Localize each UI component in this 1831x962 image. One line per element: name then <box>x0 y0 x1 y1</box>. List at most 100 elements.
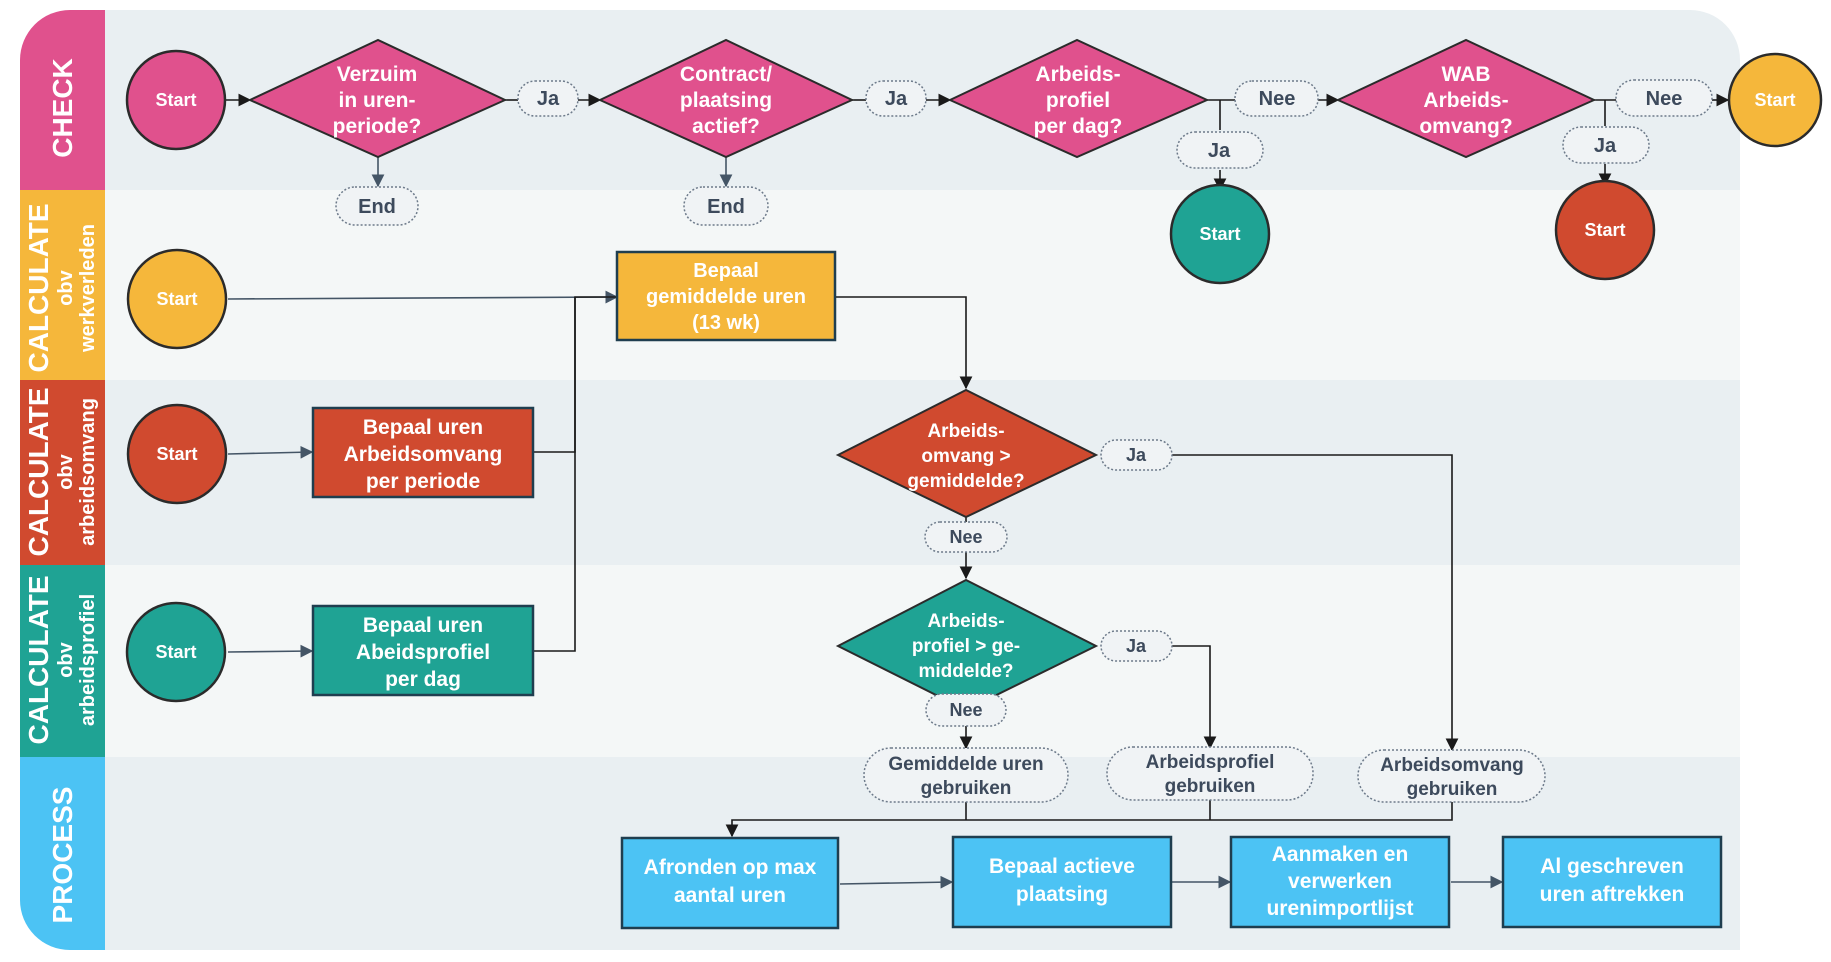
decision-profiel-per-dag[interactable]: Arbeids- profiel per dag? <box>947 38 1210 159</box>
node-afronden-line-1: Afronden op max <box>644 856 817 879</box>
edge-label-ja-4[interactable]: Ja <box>1562 126 1650 164</box>
node-bepaal-profiel-line-2: Abeidsprofiel <box>356 641 490 664</box>
lane-header-arbeidsprofiel <box>20 565 105 757</box>
lane-subtitle-arbeidsprofiel-1: obv <box>55 641 77 677</box>
node-aanmaken-line-1: Aanmaken en <box>1272 843 1409 866</box>
node-start-teal-check-label: Start <box>1199 224 1240 244</box>
node-afronden-line-2: aantal uren <box>674 884 786 907</box>
node-end-1[interactable]: End <box>335 186 419 226</box>
node-bepaal-gemiddelde[interactable]: Bepaal gemiddelde uren (13 wk) <box>615 250 837 342</box>
decision-verzuim-line-2: in uren- <box>339 89 416 112</box>
edge-werk-start-bepaal <box>227 290 619 304</box>
edge-label-ja-2[interactable]: Ja <box>865 80 927 117</box>
lane-title-arbeidsprofiel: CALCULATE <box>23 575 54 744</box>
node-gemiddelde-gebruiken[interactable]: Gemiddelde uren gebruiken <box>863 747 1069 803</box>
edge-label-ja-3-text: Ja <box>1208 140 1231 162</box>
edge-profiel-ja-down <box>1172 645 1217 750</box>
decision-profiel-per-dag-line-2: profiel <box>1046 89 1110 112</box>
node-profiel-start-label: Start <box>155 642 196 662</box>
edge-label-nee-3[interactable]: Nee <box>924 521 1008 553</box>
decision-wab[interactable]: WAB Arbeids- omvang? <box>1335 38 1597 159</box>
lane-subtitle-arbeidsprofiel-2: arbeidsprofiel <box>77 594 99 726</box>
edge-label-ja-6[interactable]: Ja <box>1100 630 1173 662</box>
edge-label-nee-2[interactable]: Nee <box>1615 79 1713 117</box>
node-bepaal-plaatsing[interactable]: Bepaal actieve plaatsing <box>951 835 1173 929</box>
node-werk-start-label: Start <box>156 289 197 309</box>
edge-afronden-plaatsing <box>839 875 954 889</box>
node-start-yellow-end-label: Start <box>1754 90 1795 110</box>
decision-omvang-gemiddelde[interactable]: Arbeids- omvang > gemiddelde? <box>835 388 1099 519</box>
node-al-geschreven-line-2: uren aftrekken <box>1540 883 1685 906</box>
edge-label-nee-4[interactable]: Nee <box>925 693 1007 727</box>
node-bepaal-gemiddelde-line-1: Bepaal <box>693 260 759 282</box>
node-start-teal-check[interactable]: Start <box>1169 183 1271 285</box>
decision-profiel-gemiddelde-line-3: middelde? <box>918 661 1013 682</box>
decision-profiel-per-dag-line-3: per dag? <box>1034 115 1123 138</box>
node-arbeidsprofiel-gebruiken[interactable]: Arbeidsprofiel gebruiken <box>1106 746 1314 801</box>
node-bepaal-omvang[interactable]: Bepaal uren Arbeidsomvang per periode <box>311 406 535 499</box>
decision-wab-line-3: omvang? <box>1419 115 1512 138</box>
decision-verzuim-line-3: periode? <box>333 115 422 138</box>
decision-profiel-gemiddelde[interactable]: Arbeids- profiel > ge- middelde? <box>835 578 1099 712</box>
lane-title-process: PROCESS <box>47 787 78 924</box>
decision-omvang-gemiddelde-line-3: gemiddelde? <box>907 471 1024 492</box>
lane-title-arbeidsomvang: CALCULATE <box>23 387 54 556</box>
node-werk-start[interactable]: Start <box>126 248 228 350</box>
node-al-geschreven-line-1: Al geschreven <box>1540 855 1684 878</box>
edge-label-ja-5-text: Ja <box>1126 445 1147 465</box>
node-al-geschreven[interactable]: Al geschreven uren aftrekken <box>1501 835 1723 929</box>
node-afronden[interactable]: Afronden op max aantal uren <box>620 836 840 930</box>
node-bepaal-omvang-line-1: Bepaal uren <box>363 416 483 439</box>
decision-profiel-gemiddelde-line-2: profiel > ge- <box>912 636 1020 657</box>
lane-subtitle-arbeidsomvang-2: arbeidsomvang <box>77 398 99 546</box>
decision-contract-line-1: Contract/ <box>680 63 772 86</box>
node-check-start[interactable]: Start <box>125 49 227 151</box>
node-bepaal-omvang-line-2: Arbeidsomvang <box>344 443 503 466</box>
lane-subtitle-arbeidsomvang-1: obv <box>55 453 77 489</box>
edge-label-ja-4-text: Ja <box>1594 135 1617 157</box>
lane-header-werkverleden <box>20 190 105 380</box>
edge-label-nee-2-text: Nee <box>1646 88 1683 110</box>
node-start-yellow-end[interactable]: Start <box>1727 52 1823 148</box>
decision-profiel-gemiddelde-line-1: Arbeids- <box>927 611 1004 632</box>
lane-header-check <box>20 10 105 190</box>
node-bepaal-plaatsing-line-1: Bepaal actieve <box>989 855 1135 878</box>
nodes: Start Verzuim in uren- periode? Contract… <box>125 38 1823 930</box>
edge-labels: Ja Ja Nee Ja Nee Ja Ja Nee <box>517 79 1713 727</box>
node-start-red-check[interactable]: Start <box>1554 179 1656 281</box>
node-start-red-check-label: Start <box>1584 220 1625 240</box>
node-gemiddelde-gebruiken-line-1: Gemiddelde uren <box>888 754 1043 775</box>
node-profiel-start[interactable]: Start <box>125 601 227 703</box>
node-omvang-start-label: Start <box>156 444 197 464</box>
node-bepaal-profiel[interactable]: Bepaal uren Abeidsprofiel per dag <box>311 604 535 697</box>
decision-omvang-gemiddelde-line-2: omvang > <box>921 446 1010 467</box>
node-end-1-label: End <box>358 196 396 218</box>
decision-verzuim[interactable]: Verzuim in uren- periode? <box>247 38 508 159</box>
edge-profiel-start-bepaal <box>227 644 314 658</box>
node-bepaal-profiel-line-3: per dag <box>385 668 461 691</box>
node-bepaal-gemiddelde-line-2: gemiddelde uren <box>646 286 806 308</box>
node-arbeidsomvang-gebruiken[interactable]: Arbeidsomvang gebruiken <box>1357 749 1546 803</box>
edge-label-ja-3[interactable]: Ja <box>1176 131 1264 169</box>
node-gemiddelde-gebruiken-line-2: gebruiken <box>921 778 1012 799</box>
node-end-2-label: End <box>707 196 745 218</box>
node-aanmaken[interactable]: Aanmaken en verwerken urenimportlijst <box>1229 835 1451 929</box>
edge-label-ja-5[interactable]: Ja <box>1100 439 1173 471</box>
lane-subtitle-werkverleden-1: obv <box>55 269 77 305</box>
edge-bepaal-profiel-up <box>533 297 576 652</box>
lane-headers: CHECK CALCULATE obv werkverleden CALCULA… <box>20 10 105 950</box>
node-bepaal-plaatsing-line-2: plaatsing <box>1016 883 1108 906</box>
decision-wab-line-1: WAB <box>1442 63 1491 86</box>
decision-contract[interactable]: Contract/ plaatsing actief? <box>597 38 855 159</box>
decision-contract-line-3: actief? <box>692 115 760 138</box>
node-end-2[interactable]: End <box>683 186 769 226</box>
lane-title-check: CHECK <box>47 58 78 158</box>
edge-gem-to-decision <box>835 296 973 390</box>
node-omvang-start[interactable]: Start <box>126 403 228 505</box>
edge-label-nee-1[interactable]: Nee <box>1234 80 1319 117</box>
node-bepaal-profiel-line-1: Bepaal uren <box>363 614 483 637</box>
edge-label-ja-1[interactable]: Ja <box>517 80 579 117</box>
decision-contract-line-2: plaatsing <box>680 89 772 112</box>
decision-profiel-per-dag-line-1: Arbeids- <box>1035 63 1120 86</box>
lane-header-process <box>20 757 105 950</box>
